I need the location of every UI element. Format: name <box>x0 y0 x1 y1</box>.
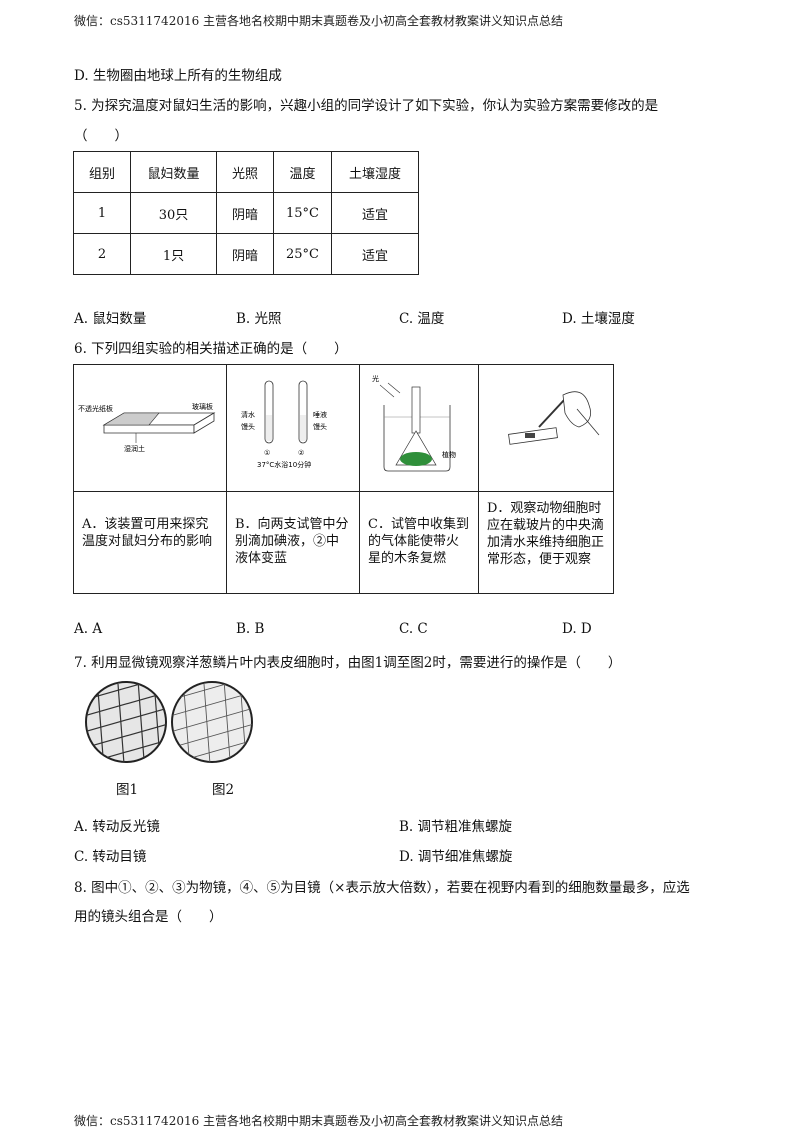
q5-option-b: B. 光照 <box>236 311 282 327</box>
table-cell: 15°C <box>273 192 332 234</box>
q8-stem-line-1: 8. 图中①、②、③为物镜，④、⑤为目镜（×表示放大倍数），若要在视野内看到的细… <box>74 880 690 896</box>
shoebox-apparatus-image: 不透光纸板 玻璃板 湿润土 <box>78 402 216 453</box>
beaker-plant-image: 光 植物 <box>372 374 456 472</box>
fig-b-label-1: 清水 <box>241 410 255 419</box>
q7-fig2-label: 图2 <box>212 782 235 798</box>
q6-caption-b: B．向两支试管中分别滴加碘液，②中液体变蓝 <box>235 517 349 566</box>
fig-b-num-1: ① <box>264 449 270 457</box>
q6-option-a: A. A <box>74 621 103 637</box>
table-header-cell: 光照 <box>216 151 274 193</box>
q5-option-a: A. 鼠妇数量 <box>74 311 147 327</box>
q6-stem: 6. 下列四组实验的相关描述正确的是（ ） <box>74 341 348 357</box>
q6-caption-cell: A．该装置可用来探究温度对鼠妇分布的影响 <box>73 491 227 594</box>
q6-option-c: C. C <box>399 621 428 637</box>
q5-stem: 5. 为探究温度对鼠妇生活的影响，兴趣小组的同学设计了如下实验，你认为实验方案需… <box>74 98 659 114</box>
q6-caption-cell: D．观察动物细胞时应在载玻片的中央滴加清水来维持细胞正常形态，便于观察 <box>478 491 614 594</box>
fig-b-label-4: 馒头 <box>313 422 327 431</box>
q6-caption-row: A．该装置可用来探究温度对鼠妇分布的影响 B．向两支试管中分别滴加碘液，②中液体… <box>73 491 614 594</box>
q6-caption-a: A．该装置可用来探究温度对鼠妇分布的影响 <box>82 517 213 549</box>
table-row: 2 1只 阴暗 25°C 适宜 <box>73 233 419 275</box>
fig-c-label-1: 光 <box>372 374 379 383</box>
q6-caption-cell: B．向两支试管中分别滴加碘液，②中液体变蓝 <box>226 491 360 594</box>
test-tubes-image: 清水 馒头 唾液 馒头 ① ② 37°C水浴10分钟 <box>241 380 327 469</box>
table-header-cell: 温度 <box>273 151 332 193</box>
microscope-views-image <box>85 681 253 763</box>
q6-caption-c: C．试管中收集到的气体能使带火星的木条复燃 <box>368 517 469 566</box>
q7-option-d: D. 调节细准焦螺旋 <box>399 849 513 865</box>
q7-fig1-label: 图1 <box>116 782 139 798</box>
q6-figure-b: 清水 馒头 唾液 馒头 ① ② 37°C水浴10分钟 <box>226 364 360 492</box>
page-footer: 微信：cs5311742016 主营各地名校期中期末真题卷及小初高全套教材教案讲… <box>74 1114 564 1128</box>
fig-c-label-2: 植物 <box>442 450 456 459</box>
table-cell: 25°C <box>273 233 332 275</box>
fig-a-label-3: 湿润土 <box>124 444 145 453</box>
q6-figure-d <box>478 364 614 492</box>
fig-b-label-3: 唾液 <box>313 410 327 419</box>
q5-paren: （ ） <box>74 128 128 144</box>
fig-a-label-1: 不透光纸板 <box>78 404 113 413</box>
q7-option-b: B. 调节粗准焦螺旋 <box>399 819 513 835</box>
fig-b-num-2: ② <box>298 449 304 457</box>
q6-caption-d: D．观察动物细胞时应在载玻片的中央滴加清水来维持细胞正常形态，便于观察 <box>487 501 605 567</box>
table-header-cell: 鼠妇数量 <box>130 151 217 193</box>
table-cell: 30只 <box>130 192 217 234</box>
table-cell: 2 <box>73 233 131 275</box>
q5-table: 组别 鼠妇数量 光照 温度 土壤湿度 1 30只 阴暗 15°C 适宜 2 1只… <box>73 151 419 275</box>
q6-figure-a: 不透光纸板 玻璃板 湿润土 <box>73 364 227 492</box>
table-header-cell: 土壤湿度 <box>331 151 419 193</box>
table-cell: 1只 <box>130 233 217 275</box>
fig-a-label-2: 玻璃板 <box>192 402 213 411</box>
table-cell: 阴暗 <box>216 233 274 275</box>
q8-stem-line-2: 用的镜头组合是（ ） <box>74 909 223 925</box>
q6-caption-cell: C．试管中收集到的气体能使带火星的木条复燃 <box>359 491 479 594</box>
q5-option-d: D. 土壤湿度 <box>562 311 635 327</box>
slide-dropper-image <box>508 391 600 445</box>
q7-option-c: C. 转动目镜 <box>74 849 147 865</box>
table-cell: 阴暗 <box>216 192 274 234</box>
q6-figure-c: 光 植物 <box>359 364 479 492</box>
fig-b-caption: 37°C水浴10分钟 <box>257 460 311 469</box>
q6-figure-table: 不透光纸板 玻璃板 湿润土 清水 馒头 唾液 馒头 ① ② 37°C水浴10分钟 <box>73 364 614 594</box>
q7-option-a: A. 转动反光镜 <box>74 819 160 835</box>
q6-option-d: D. D <box>562 621 592 637</box>
fig-b-label-2: 馒头 <box>241 422 255 431</box>
q6-figure-row: 不透光纸板 玻璃板 湿润土 清水 馒头 唾液 馒头 ① ② 37°C水浴10分钟 <box>73 364 614 492</box>
table-cell: 1 <box>73 192 131 234</box>
q4-option-d: D. 生物圈由地球上所有的生物组成 <box>74 68 282 84</box>
q7-stem: 7. 利用显微镜观察洋葱鳞片叶内表皮细胞时，由图1调至图2时，需要进行的操作是（… <box>74 655 622 671</box>
table-header-cell: 组别 <box>73 151 131 193</box>
page-header: 微信：cs5311742016 主营各地名校期中期末真题卷及小初高全套教材教案讲… <box>74 14 564 28</box>
table-row: 1 30只 阴暗 15°C 适宜 <box>73 192 419 234</box>
q6-option-b: B. B <box>236 621 265 637</box>
table-cell: 适宜 <box>331 192 419 234</box>
table-cell: 适宜 <box>331 233 419 275</box>
table-header-row: 组别 鼠妇数量 光照 温度 土壤湿度 <box>73 151 419 193</box>
q5-option-c: C. 温度 <box>399 311 445 327</box>
